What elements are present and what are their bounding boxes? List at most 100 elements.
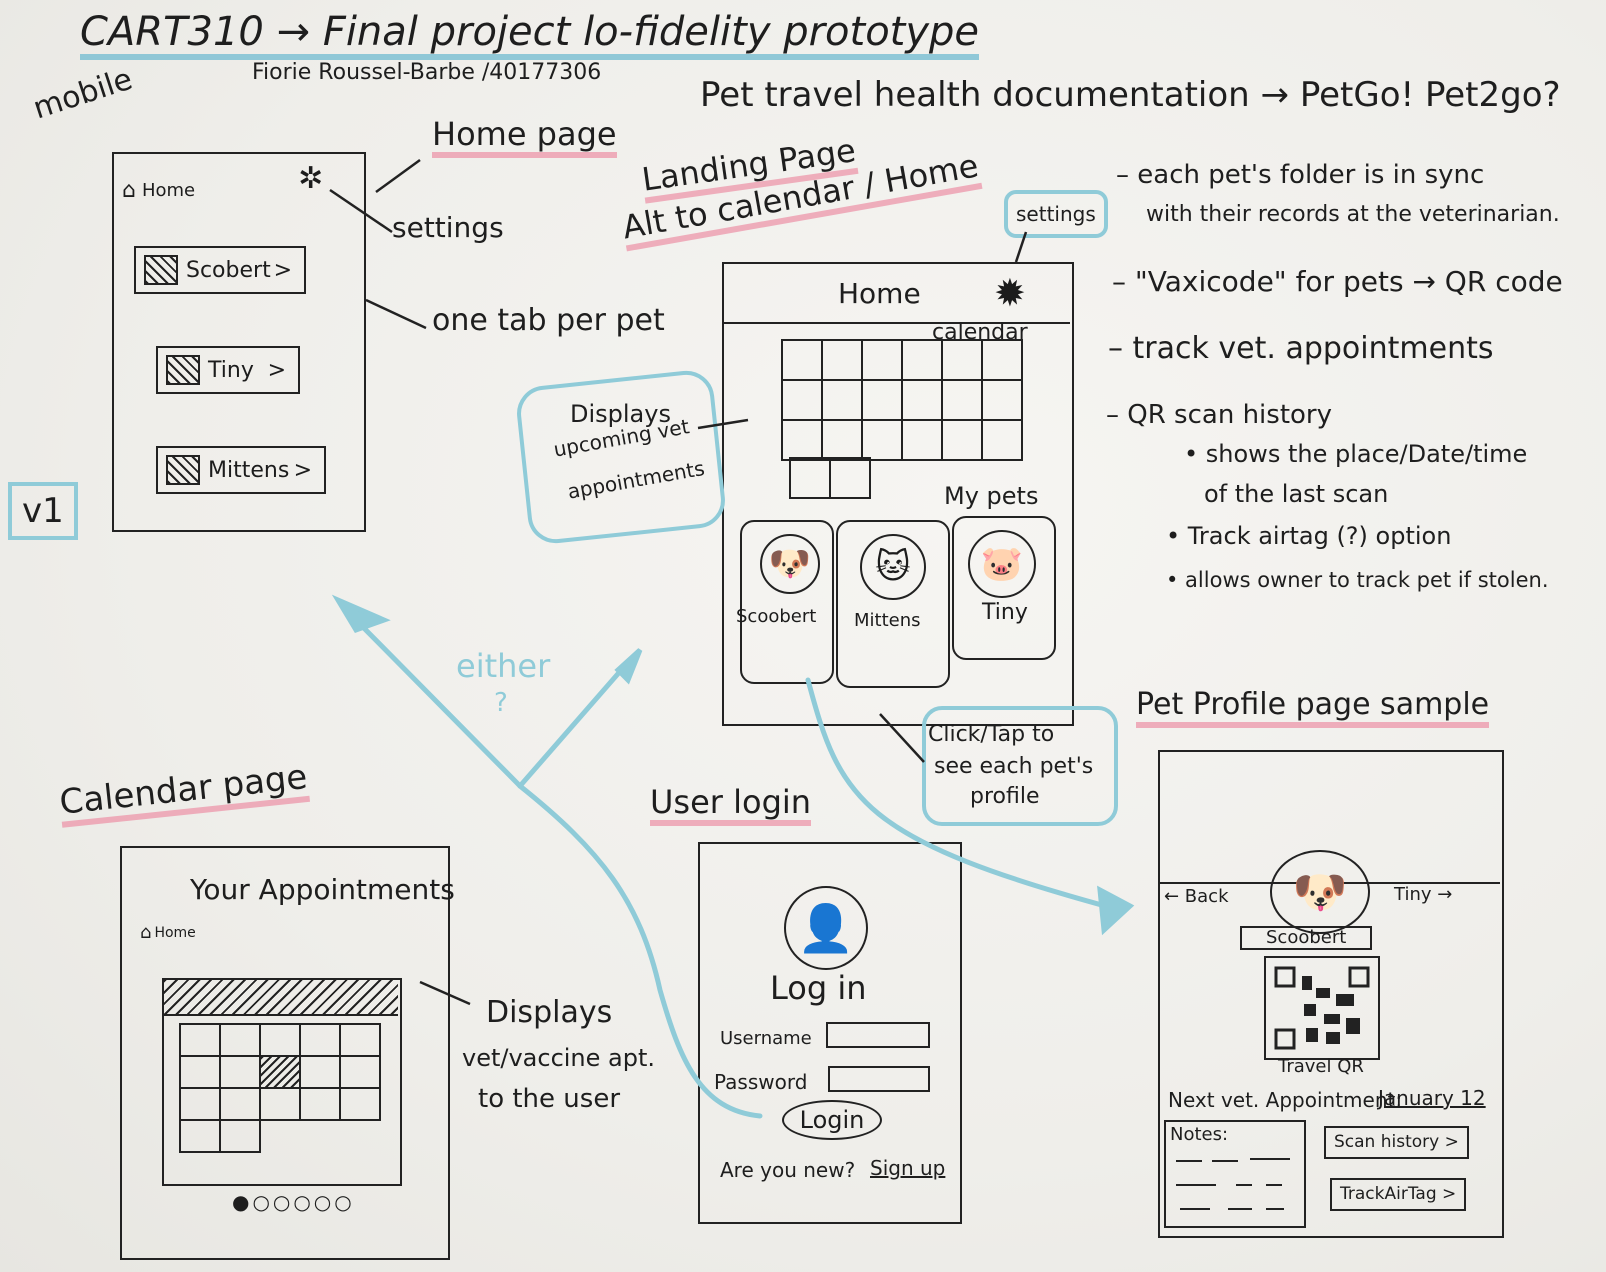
pet-tab-label: Tiny xyxy=(208,357,254,383)
login-button[interactable]: Login xyxy=(782,1100,882,1140)
pet-tab-label: Scobert xyxy=(186,257,271,283)
pet-tab-tiny[interactable]: Tiny > xyxy=(156,346,300,394)
pet-thumbnail-icon xyxy=(166,355,200,385)
notes-scribble xyxy=(1236,1184,1252,1186)
either-label: either xyxy=(456,647,551,685)
feature-6: • allows owner to track pet if stolen. xyxy=(1166,568,1549,592)
home-nav-label: Home xyxy=(141,180,196,201)
house-icon: ⌂ xyxy=(122,178,136,203)
notes-label: Notes: xyxy=(1170,1124,1229,1145)
feature-4: – QR scan history xyxy=(1106,400,1333,430)
landing-pet-card-mittens[interactable]: 🐱 Mittens xyxy=(836,520,950,688)
gear-icon[interactable]: ✹ xyxy=(994,271,1026,315)
calendar-phone-frame xyxy=(120,846,450,1260)
feature-1-sub: with their records at the veterinarian. xyxy=(1146,202,1560,227)
settings-annotation: settings xyxy=(392,211,504,244)
pet-tab-label: Mittens xyxy=(208,457,290,483)
gear-icon[interactable]: ✲ xyxy=(298,161,324,196)
home-page-heading: Home page xyxy=(432,118,617,158)
home-nav[interactable]: ⌂ Home xyxy=(122,178,195,203)
project-title: CART310 → Final project lo-fidelity prot… xyxy=(80,12,980,60)
feature-4-sub2: of the last scan xyxy=(1204,480,1389,508)
notes-scribble xyxy=(1250,1158,1290,1160)
appointment-label: Next vet. Appointment: xyxy=(1168,1088,1403,1112)
cat-avatar-icon: 🐱 xyxy=(860,534,926,600)
qr-caption: Travel QR xyxy=(1278,1056,1364,1077)
appointment-date: January 12 xyxy=(1378,1086,1486,1110)
track-airtag-button[interactable]: TrackAirTag > xyxy=(1330,1178,1467,1211)
feature-1: – each pet's folder is in sync xyxy=(1116,160,1485,190)
pet-tab-scobert[interactable]: Scobert > xyxy=(134,246,306,294)
pet-card-label: Tiny xyxy=(982,600,1028,625)
pet-thumbnail-icon xyxy=(166,455,200,485)
calendar-home-nav[interactable]: ⌂ Home xyxy=(140,922,196,943)
arrowhead-icon xyxy=(1097,885,1135,936)
home-phone-frame xyxy=(112,152,366,532)
password-input[interactable] xyxy=(828,1066,930,1092)
calendar-pager[interactable]: ●○○○○○ xyxy=(232,1190,355,1214)
pets-annotation: one tab per pet xyxy=(432,303,665,338)
feature-5: • Track airtag (?) option xyxy=(1166,522,1452,550)
back-link[interactable]: ← Back xyxy=(1164,886,1229,907)
chevron-right-icon: > xyxy=(293,457,312,483)
username-input[interactable] xyxy=(826,1022,930,1048)
feature-3: – track vet. appointments xyxy=(1108,331,1494,366)
landing-pet-card-tiny[interactable]: 🐷 Tiny xyxy=(952,516,1056,660)
calendar-page-grid[interactable] xyxy=(179,1023,381,1153)
notes-scribble xyxy=(1266,1208,1284,1210)
calendar-label: calendar xyxy=(932,320,1028,345)
pig-avatar-icon: 🐷 xyxy=(968,530,1036,598)
notes-scribble xyxy=(1180,1208,1210,1210)
signup-link[interactable]: Sign up xyxy=(870,1156,946,1180)
house-icon: ⌂ xyxy=(140,922,152,943)
chevron-right-icon: > xyxy=(267,357,286,383)
profile-heading: Pet Profile page sample xyxy=(1136,690,1490,728)
login-heading: User login xyxy=(650,786,812,826)
settings-callout: settings xyxy=(1004,190,1108,238)
login-title: Log in xyxy=(770,969,867,1007)
landing-header-divider xyxy=(722,322,1070,324)
callout-pets-line1: Click/Tap to xyxy=(928,722,1055,747)
dog-avatar-icon: 🐶 xyxy=(1270,850,1370,934)
notes-scribble xyxy=(1266,1184,1282,1186)
notes-box[interactable] xyxy=(1164,1120,1306,1228)
qr-code-icon[interactable] xyxy=(1264,956,1380,1060)
chevron-right-icon: > xyxy=(273,257,292,283)
author-line: Fiorie Roussel-Barbe /40177306 xyxy=(252,60,602,85)
notes-scribble xyxy=(1228,1208,1252,1210)
feature-4-sub: • shows the place/Date/time xyxy=(1184,440,1528,468)
calendar-page-heading: Calendar page xyxy=(58,757,310,828)
pet-card-label: Scoobert xyxy=(736,606,817,627)
my-pets-label: My pets xyxy=(944,482,1039,510)
calendar-screen-title: Your Appointments xyxy=(190,873,455,906)
new-user-text: Are you new? xyxy=(720,1158,856,1182)
either-mark: ? xyxy=(494,688,508,718)
dog-avatar-icon: 🐶 xyxy=(760,534,820,594)
home-heading-connector xyxy=(375,158,421,194)
arrowhead-icon xyxy=(331,594,391,634)
scan-history-button[interactable]: Scan history > xyxy=(1324,1126,1469,1159)
landing-screen-title: Home xyxy=(838,277,921,310)
version-badge: v1 xyxy=(8,482,78,540)
landing-pet-card-scoobert[interactable]: 🐶 Scoobert xyxy=(736,520,834,684)
platform-label: mobile xyxy=(29,61,137,127)
calendar-widget[interactable] xyxy=(162,978,402,1186)
calendar-callout-line2: vet/vaccine apt. xyxy=(462,1044,656,1072)
calendar-month-header xyxy=(164,980,398,1016)
calendar-home-nav-label: Home xyxy=(154,924,196,941)
user-silhouette-icon: 👤 xyxy=(784,886,868,970)
notes-scribble xyxy=(1212,1160,1238,1162)
calendar-callout-line1: Displays xyxy=(486,995,613,1030)
pets-connector xyxy=(365,298,427,330)
calendar-callout-line3: to the user xyxy=(478,1084,621,1114)
profile-phone-frame xyxy=(1158,750,1504,1238)
landing-calendar-last-row[interactable] xyxy=(789,457,871,499)
next-pet-link[interactable]: Tiny → xyxy=(1394,884,1453,905)
landing-calendar-grid[interactable] xyxy=(781,339,1023,461)
callout-calendar-line1: Displays xyxy=(570,400,671,428)
profile-pet-name: Scoobert xyxy=(1240,926,1373,950)
pet-card-label: Mittens xyxy=(854,610,921,631)
pet-tab-mittens[interactable]: Mittens > xyxy=(156,446,326,494)
pet-thumbnail-icon xyxy=(144,255,178,285)
